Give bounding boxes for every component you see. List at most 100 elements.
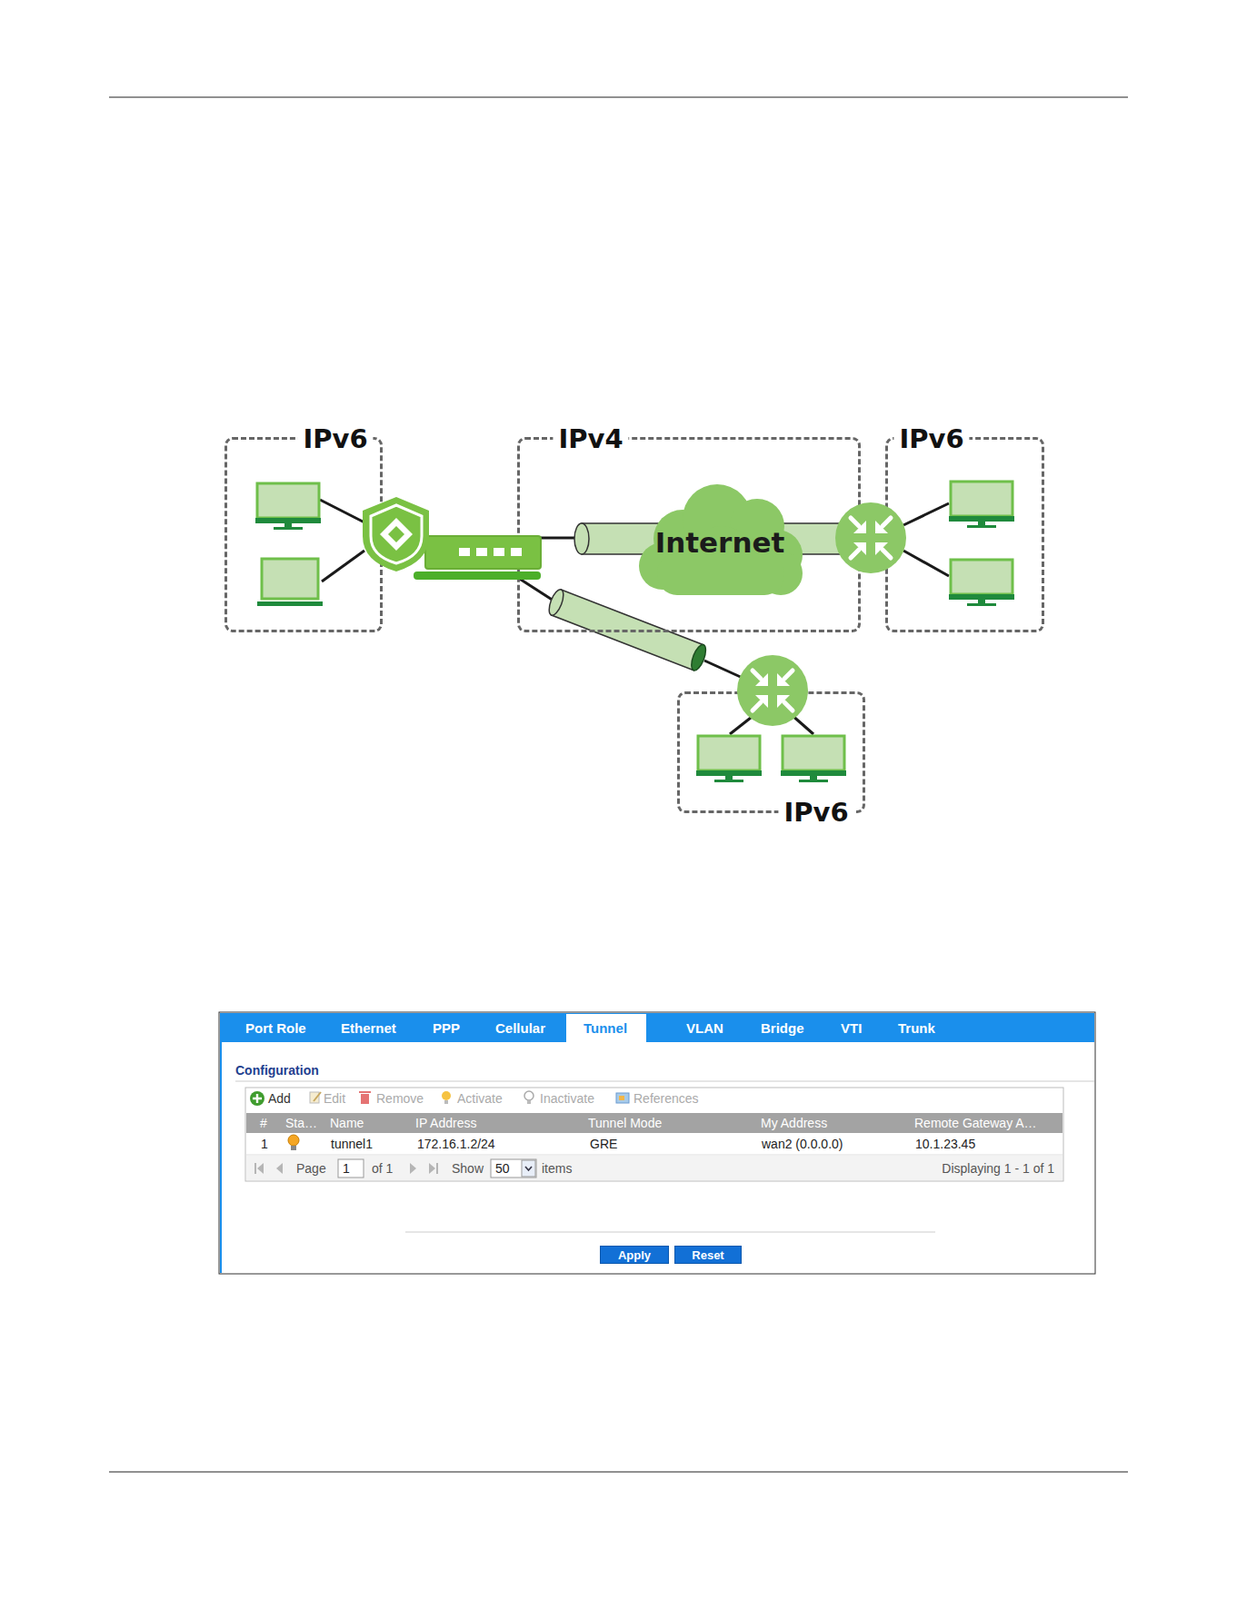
table-cell: GRE [589, 1137, 618, 1151]
column-header: Remote Gateway A… [914, 1117, 1038, 1130]
wires [319, 499, 949, 735]
table-box [245, 1087, 1064, 1182]
table-header [246, 1113, 1063, 1134]
header-rule [109, 97, 1128, 99]
pager-select: 50 [495, 1162, 510, 1176]
section-rule [235, 1081, 1095, 1083]
activate-icon [444, 1100, 449, 1105]
action-button: Apply [599, 1246, 669, 1265]
desktop-computer [780, 736, 847, 783]
laptop-base [257, 601, 323, 607]
remove-icon [360, 1094, 370, 1105]
column-header: IP Address [415, 1117, 477, 1130]
pager-last [436, 1163, 439, 1175]
page-size-select [490, 1159, 537, 1178]
toolbar-button: Edit [323, 1092, 346, 1106]
pager-bar [246, 1156, 1063, 1181]
shield-inner [370, 505, 422, 564]
wire [321, 550, 365, 582]
references-icon [616, 1093, 629, 1104]
page-input [338, 1159, 364, 1178]
zone-label: IPv6 [778, 798, 854, 826]
desktop-computer [948, 559, 1015, 607]
screenshot-frame [219, 1012, 1096, 1275]
action-button: Reset [674, 1246, 742, 1265]
table-cell: wan2 (0.0.0.0) [761, 1137, 844, 1151]
cloud-lobe [657, 553, 785, 596]
toolbar-button: Add [268, 1092, 291, 1106]
tube-cap [688, 643, 709, 673]
section-title: Configuration [235, 1064, 320, 1078]
shield-symbol [362, 497, 429, 572]
desktop-computer [696, 736, 762, 783]
device-light [458, 548, 470, 557]
button-rule [405, 1232, 936, 1234]
wire [515, 576, 557, 603]
status-bulb [288, 1135, 300, 1147]
wire [729, 714, 756, 735]
select-button [521, 1160, 536, 1178]
pager-text: Page [296, 1162, 327, 1176]
toolbar-button: References [633, 1092, 699, 1106]
toolbar-button: Remove [376, 1092, 424, 1106]
shield-mark [379, 518, 413, 551]
tab-label: Cellular [495, 1021, 546, 1036]
row-rule [246, 1155, 1063, 1157]
network-zone: IPv4Internet [517, 437, 861, 633]
tab-label: Tunnel [583, 1021, 628, 1036]
pager-input: 1 [342, 1162, 350, 1176]
zone-label: IPv4 [552, 425, 629, 452]
tube-cap [574, 523, 589, 555]
edit-icon [313, 1092, 321, 1102]
tab-label: VTI [840, 1021, 862, 1036]
network-zone: IPv6 [885, 437, 1045, 633]
cloud-label: Internet [655, 528, 786, 558]
tab-label: PPP [432, 1021, 460, 1036]
table-cell: tunnel1 [330, 1137, 373, 1151]
device-light [493, 548, 505, 557]
wire [903, 503, 949, 526]
pager-first [257, 1163, 264, 1175]
zone-label: IPv6 [297, 425, 373, 452]
tab-label: Bridge [760, 1021, 805, 1036]
inactivate-icon [524, 1091, 534, 1101]
remove-icon [359, 1091, 371, 1094]
tab-label: Ethernet [340, 1021, 397, 1036]
wire [903, 550, 949, 577]
desktop-computer [948, 481, 1015, 529]
pager-text: of 1 [371, 1162, 393, 1176]
column-header: My Address [760, 1117, 828, 1130]
inactivate-icon [527, 1100, 531, 1105]
column-header: Name [329, 1117, 364, 1130]
button-label: Apply [618, 1249, 651, 1262]
pager-arrows [254, 1163, 439, 1175]
wire [790, 714, 814, 735]
status-bulb [290, 1146, 297, 1151]
internet-cloud: Internet [635, 482, 805, 598]
toolbar-icons [249, 1091, 629, 1107]
add-icon [249, 1091, 265, 1107]
wire [704, 660, 755, 684]
ui-screenshot [219, 1012, 1096, 1275]
tab-label: VLAN [686, 1021, 724, 1036]
active-tab [566, 1014, 647, 1043]
pager-status: Displaying 1 - 1 of 1 [941, 1162, 1055, 1176]
toolbar-button: Activate [457, 1092, 503, 1106]
column-header: Tunnel Mode [588, 1117, 662, 1130]
column-header: Sta… [285, 1117, 318, 1130]
pager-text: Show [451, 1162, 484, 1176]
pager-prev [276, 1163, 283, 1175]
wire [319, 499, 365, 523]
laptop-computer [257, 558, 323, 607]
activate-icon [441, 1091, 451, 1101]
table-cell: 10.1.23.45 [915, 1137, 976, 1151]
select-chevron [525, 1167, 532, 1171]
device-light [476, 548, 488, 557]
tab-label: Trunk [897, 1021, 936, 1036]
device-base [413, 571, 541, 580]
frame-edge [219, 1042, 222, 1274]
tab-label: Port Role [245, 1021, 307, 1036]
